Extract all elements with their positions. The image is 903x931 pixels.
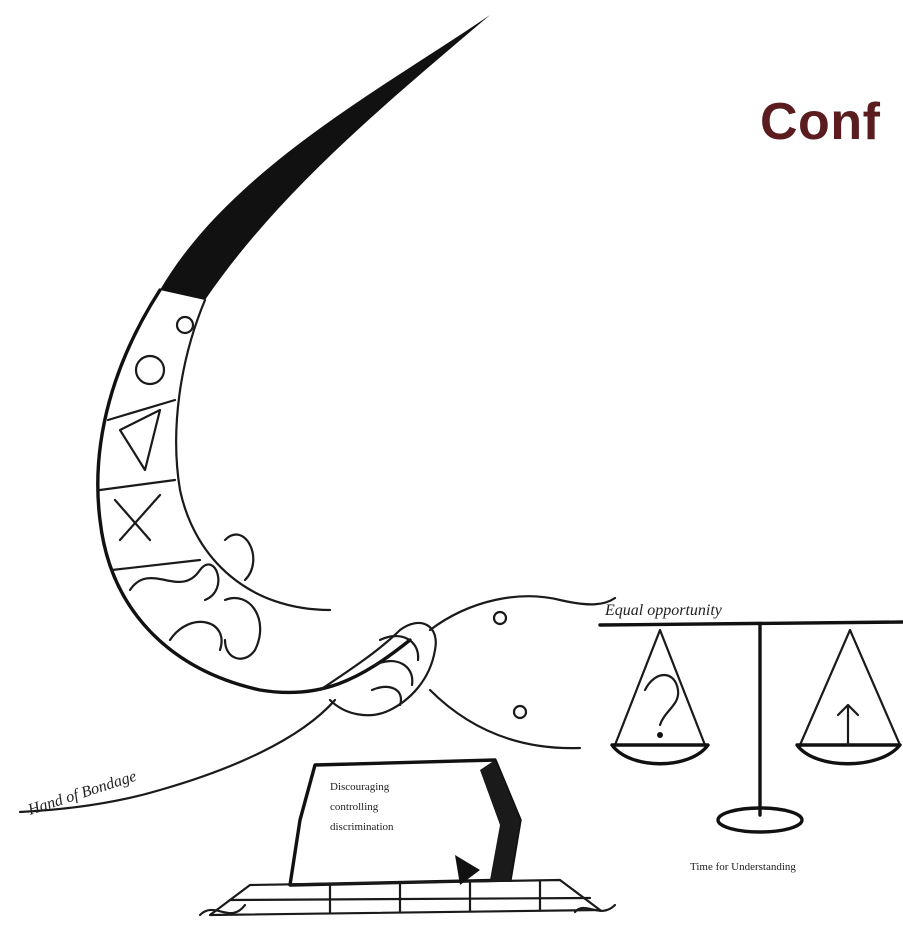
crescent-divider <box>112 560 200 570</box>
base-label: Time for Understanding <box>690 861 796 873</box>
stone-line-1: Discouraging <box>330 781 390 793</box>
stone-line-2: controlling <box>330 801 379 813</box>
rope-label: Hand of Bondage <box>25 768 139 819</box>
rope-lower-right <box>430 690 580 748</box>
pedestal: Discouraging controlling discrimination <box>210 760 600 915</box>
scale-beam <box>600 622 903 625</box>
left-pan-dot <box>657 732 663 738</box>
crescent-glyph <box>130 564 218 600</box>
left-pan-strings <box>615 630 705 745</box>
left-pan-weight <box>645 675 678 725</box>
right-pan-weight <box>838 705 858 745</box>
crescent-circle <box>136 356 164 384</box>
crescent-outer-edge <box>98 290 410 693</box>
pedestal-brick <box>230 898 590 900</box>
right-pan-strings <box>800 630 900 745</box>
right-pan <box>797 745 900 764</box>
crescent-black-tip <box>160 15 490 300</box>
pedestal-brick <box>330 882 540 912</box>
crescent-divider <box>108 400 175 420</box>
crescent-glyph <box>225 535 253 580</box>
crescent-glyph <box>115 495 160 540</box>
crescent-divider <box>100 480 175 490</box>
rope-knot <box>514 706 526 718</box>
crescent-glyph <box>170 622 222 650</box>
beam-label: Equal opportunity <box>604 602 723 619</box>
rope-knot <box>494 612 506 624</box>
crescent-glyph <box>225 598 260 659</box>
crescent <box>98 15 490 693</box>
rope-upper <box>430 596 615 630</box>
arm <box>320 623 436 715</box>
balance-scale: Equal opportunity Time for Understanding <box>600 602 903 873</box>
stone-line-3: discrimination <box>330 821 394 833</box>
crescent-circle <box>177 317 193 333</box>
left-pan <box>612 745 708 764</box>
crescent-glyph <box>120 410 160 470</box>
